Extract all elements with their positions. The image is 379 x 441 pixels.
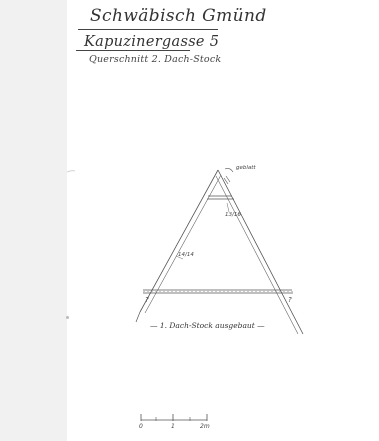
drawing-sheet	[67, 0, 379, 441]
question-mark-right: ?	[288, 296, 292, 304]
drawing-caption: — 1. Dach-Stock ausgebaut —	[150, 321, 265, 330]
rafter-leader	[175, 255, 184, 260]
scale-label-2m: 2m	[200, 423, 210, 430]
collar-beam-leader	[226, 202, 230, 213]
street-underline	[76, 50, 190, 51]
tie-beam	[143, 289, 293, 294]
collar-beam-label: 13/16	[225, 212, 241, 218]
title-street: Kapuzinergasse 5	[84, 34, 220, 50]
scale-bar	[140, 414, 208, 421]
title-underline	[78, 29, 218, 30]
stray-mark	[66, 170, 76, 173]
sheet-description: Querschnitt 2. Dach-Stock	[89, 54, 222, 65]
peak-joint	[223, 175, 231, 185]
punch-mark	[66, 316, 69, 319]
question-mark-left: ?	[145, 296, 149, 304]
page-margin	[0, 0, 67, 441]
collar-beam	[207, 195, 234, 200]
scale-label-1: 1	[171, 423, 175, 430]
annotation-arrow	[224, 168, 234, 173]
scale-label-0: 0	[139, 423, 143, 430]
title-city: Schwäbisch Gmünd	[90, 6, 267, 26]
rafter-label: 14/14	[178, 252, 194, 258]
peak-annotation: geblatt	[236, 165, 256, 171]
right-rafter	[215, 169, 304, 335]
